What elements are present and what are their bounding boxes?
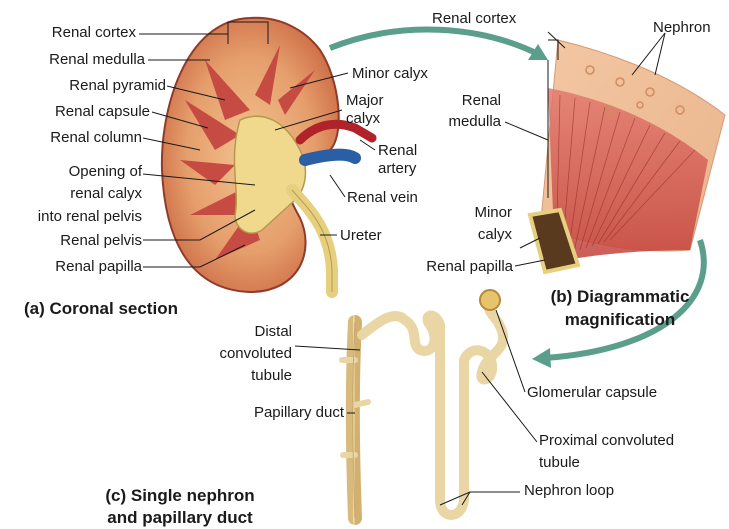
label-major-calyx-line1: Major (346, 92, 384, 109)
kidney-coronal-section (162, 18, 372, 292)
label-renal-capsule: Renal capsule (55, 103, 150, 120)
caption-magnification-line2: magnification (515, 310, 725, 330)
caption-magnification-line1: (b) Diagrammatic (515, 287, 725, 307)
label-nephron-loop: Nephron loop (524, 482, 614, 499)
label-distal-line2: convoluted (219, 345, 292, 362)
label-renal-artery-line2: artery (378, 160, 416, 177)
label-proximal-line2: tubule (539, 454, 580, 471)
label-renal-papilla: Renal papilla (55, 258, 142, 275)
label-ureter: Ureter (340, 227, 382, 244)
caption-coronal-section: (a) Coronal section (24, 299, 178, 319)
label-papillary-duct: Papillary duct (254, 404, 344, 421)
label-renal-vein: Renal vein (347, 189, 418, 206)
label-mag-minor-calyx-line2: calyx (478, 226, 512, 243)
label-mag-renal-cortex: Renal cortex (432, 10, 516, 27)
label-nephron: Nephron (653, 19, 711, 36)
label-renal-artery-line1: Renal (378, 142, 417, 159)
caption-single-nephron-line2: and papillary duct (60, 508, 300, 528)
label-renal-pyramid: Renal pyramid (69, 77, 166, 94)
label-minor-calyx: Minor calyx (352, 65, 428, 82)
label-renal-column: Renal column (50, 129, 142, 146)
label-renal-medulla: Renal medulla (49, 51, 145, 68)
label-opening-line2: renal calyx (70, 185, 142, 202)
label-opening-line3: into renal pelvis (38, 208, 142, 225)
label-proximal-line1: Proximal convoluted (539, 432, 674, 449)
medulla-magnification (530, 40, 725, 272)
label-renal-pelvis: Renal pelvis (60, 232, 142, 249)
label-mag-renal-medulla-line2: medulla (448, 113, 501, 130)
label-renal-cortex: Renal cortex (52, 24, 136, 41)
label-distal-line3: tubule (251, 367, 292, 384)
caption-single-nephron-line1: (c) Single nephron (60, 486, 300, 506)
label-mag-minor-calyx-line1: Minor (474, 204, 512, 221)
label-opening-line1: Opening of (69, 163, 142, 180)
label-glomerular-capsule: Glomerular capsule (527, 384, 657, 401)
label-mag-renal-medulla-line1: Renal (462, 92, 501, 109)
single-nephron (342, 290, 503, 518)
label-mag-renal-papilla: Renal papilla (426, 258, 513, 275)
label-major-calyx-line2: calyx (346, 110, 380, 127)
label-distal-line1: Distal (254, 323, 292, 340)
